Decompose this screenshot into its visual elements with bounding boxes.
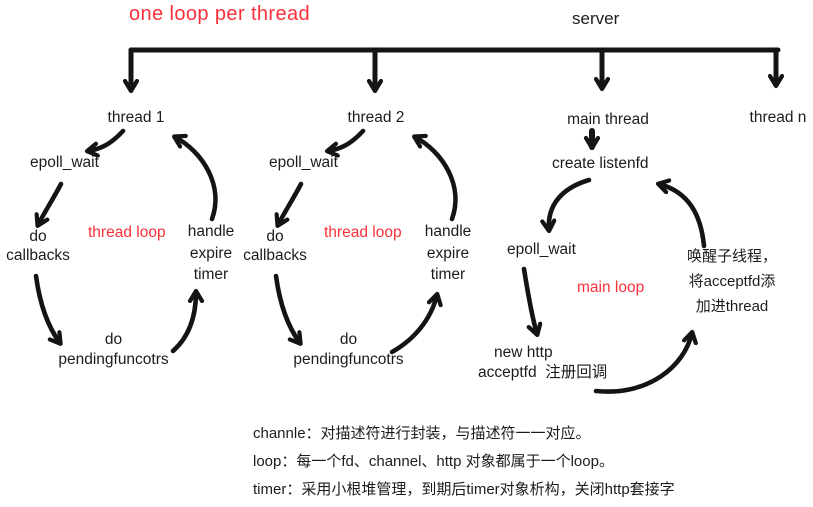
arrow-handle-to-thread1: [175, 137, 218, 222]
arrow-pending-to-timer-1: [170, 292, 196, 354]
main-new-http: new http: [494, 344, 553, 361]
main-loop-label: main loop: [577, 279, 645, 296]
t2-do-pendingfunctors: do pendingfuncotrs: [293, 331, 404, 368]
arrow-createlistenfd-to-epollwait: [549, 177, 592, 230]
bottom-notes: channle：对描述符进行封装，与描述符一一对应。 loop：每一个fd、ch…: [253, 420, 675, 504]
arrow-epollwait-to-docallbacks-1: [38, 181, 64, 225]
main-create-listenfd: create listenfd: [552, 155, 649, 172]
t1-do-pendingfunctors: do pendingfuncotrs: [58, 331, 169, 368]
node-main-thread: main thread: [567, 111, 649, 128]
main-acceptfd-register: acceptfd 注册回调: [478, 364, 608, 381]
note-channel: channle：对描述符进行封装，与描述符一一对应。: [253, 425, 591, 442]
t2-do-callbacks: do callbacks: [243, 228, 307, 264]
t1-epoll-wait: epoll_wait: [30, 154, 99, 171]
node-thread2: thread 2: [347, 109, 405, 126]
t2-thread-loop-label: thread loop: [324, 224, 402, 241]
arrow-callbacks-to-pending-1: [33, 273, 60, 343]
t2-epoll-wait: epoll_wait: [269, 154, 338, 171]
arrow-epollwait-to-newhttp: [521, 266, 537, 334]
arrow-callbacks-to-pending-2: [273, 273, 300, 343]
arrow-thread2-to-epollwait: [328, 128, 366, 151]
t2-handle-expire-timer: handle expire timer: [424, 223, 472, 283]
t1-handle-expire-timer: handle expire timer: [187, 223, 235, 283]
node-thread1: thread 1: [107, 109, 165, 126]
t1-thread-loop-label: thread loop: [88, 224, 166, 241]
server-label: server: [572, 9, 620, 28]
main-epoll-wait: epoll_wait: [507, 241, 576, 258]
t1-do-callbacks: do callbacks: [6, 228, 70, 264]
arrow-epollwait-to-docallbacks-2: [278, 181, 304, 225]
note-timer: timer：采用小根堆管理，到期后timer对象析构，关闭http套接字: [253, 481, 675, 498]
arrow-handle-to-thread2: [415, 137, 458, 222]
title-one-loop-per-thread: one loop per thread: [129, 3, 311, 25]
node-thread-n: thread n: [749, 109, 807, 126]
arrow-acceptfd-to-wakethread: [593, 333, 692, 394]
arrow-pending-to-timer-2: [389, 295, 437, 355]
main-wake-subthread-note: 唤醒子线程， 将acceptfd添 加进thread: [686, 248, 777, 315]
note-loop: loop：每一个fd、channel、http 对象都属于一个loop。: [253, 453, 614, 470]
arrow-thread1-to-epollwait: [88, 128, 126, 151]
arrow-wakethread-to-createlistenfd: [659, 184, 707, 249]
